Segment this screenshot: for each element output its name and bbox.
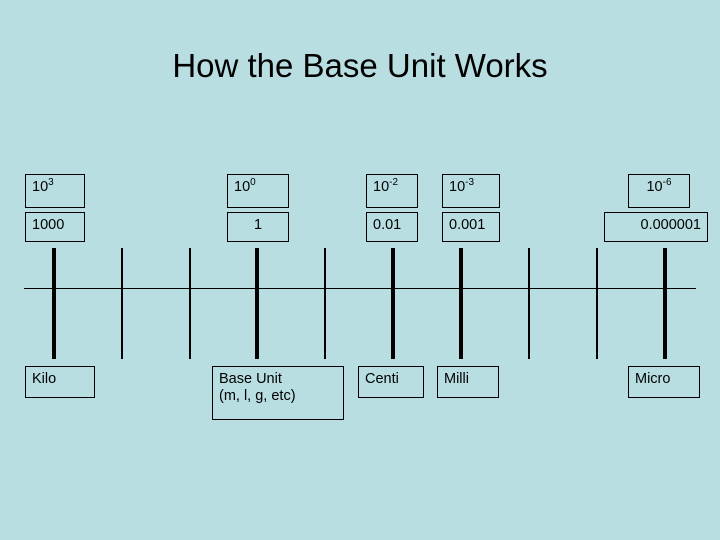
prefix-base-line1: Base Unit [219,371,282,387]
value-box-micro: 0.000001 [604,212,708,242]
axis-tick-deci [324,248,326,359]
power-box-micro: 10-6 [628,174,690,208]
axis-tick-unnamed-2 [596,248,598,359]
axis-tick-micro [663,248,667,359]
power-base-milli: 10 [449,179,466,195]
power-base-centi: 10 [373,179,390,195]
prefix-box-kilo: Kilo [25,366,95,398]
value-box-centi: 0.01 [366,212,418,242]
axis-tick-kilo [52,248,56,359]
power-base-kilo: 10 [32,179,49,195]
page-title: How the Base Unit Works [172,47,548,84]
axis-tick-milli [459,248,463,359]
prefix-box-milli: Milli [437,366,499,398]
power-base-base: 10 [234,179,251,195]
power-exponent-base: 0 [250,177,256,189]
axis-tick-base [255,248,259,359]
value-box-kilo: 1000 [25,212,85,242]
power-box-centi: 10-2 [366,174,418,208]
axis-tick-deca [189,248,191,359]
prefix-box-base: Base Unit (m, l, g, etc) [212,366,344,420]
value-box-milli: 0.001 [442,212,500,242]
number-line-axis [24,288,696,289]
axis-tick-unnamed-1 [528,248,530,359]
value-box-base: 1 [227,212,289,242]
prefix-base-line2: (m, l, g, etc) [219,388,296,404]
power-box-milli: 10-3 [442,174,500,208]
prefix-box-centi: Centi [358,366,424,398]
axis-tick-centi [391,248,395,359]
axis-tick-hecto [121,248,123,359]
power-base-micro: 10 [646,179,663,195]
power-box-kilo: 103 [25,174,85,208]
power-box-base: 100 [227,174,289,208]
power-exponent-kilo: 3 [48,177,54,189]
power-exponent-micro: -6 [662,177,672,189]
power-exponent-milli: -3 [465,177,475,189]
prefix-box-micro: Micro [628,366,700,398]
power-exponent-centi: -2 [389,177,399,189]
